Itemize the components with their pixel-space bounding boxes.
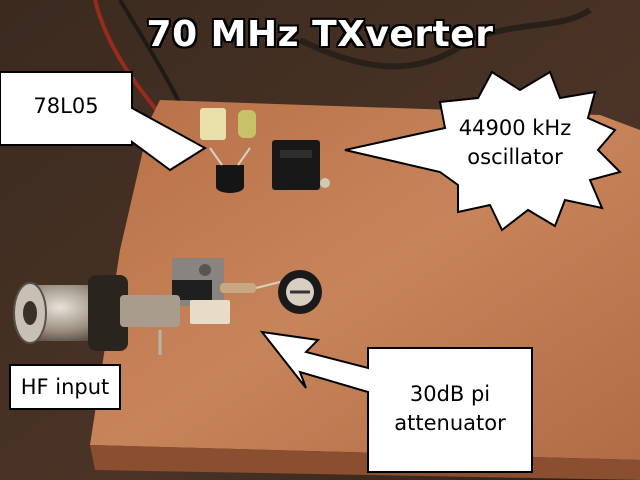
callout-oscillator-bubble bbox=[344, 70, 622, 232]
callout-attenuator-bubble bbox=[259, 330, 533, 473]
callout-attenuator-line1: 30dB pi bbox=[409, 382, 491, 406]
capacitor-small bbox=[238, 110, 256, 138]
bnc-nut bbox=[88, 275, 128, 351]
callout-hf-input-label: HF input bbox=[20, 375, 110, 399]
resistor bbox=[220, 283, 256, 293]
cable bbox=[298, 7, 592, 70]
callout-oscillator-line1: 44900 kHz bbox=[458, 116, 572, 140]
capacitor-yellow bbox=[200, 108, 226, 140]
callout-hf-input-bubble bbox=[9, 364, 121, 410]
image-title: 70 MHz TXverter bbox=[146, 14, 494, 55]
resistor-mount bbox=[190, 300, 230, 324]
callout-attenuator-line2: attenuator bbox=[394, 411, 506, 435]
callout-attenuator-label: 30dB pi attenuator bbox=[368, 380, 532, 438]
callout-oscillator-line2: oscillator bbox=[467, 145, 563, 169]
callout-78l05-bubble bbox=[0, 71, 207, 172]
regulator-78l05 bbox=[216, 165, 244, 193]
callout-oscillator-label: 44900 kHz oscillator bbox=[440, 114, 590, 172]
callout-78l05-label: 78L05 bbox=[33, 94, 99, 118]
